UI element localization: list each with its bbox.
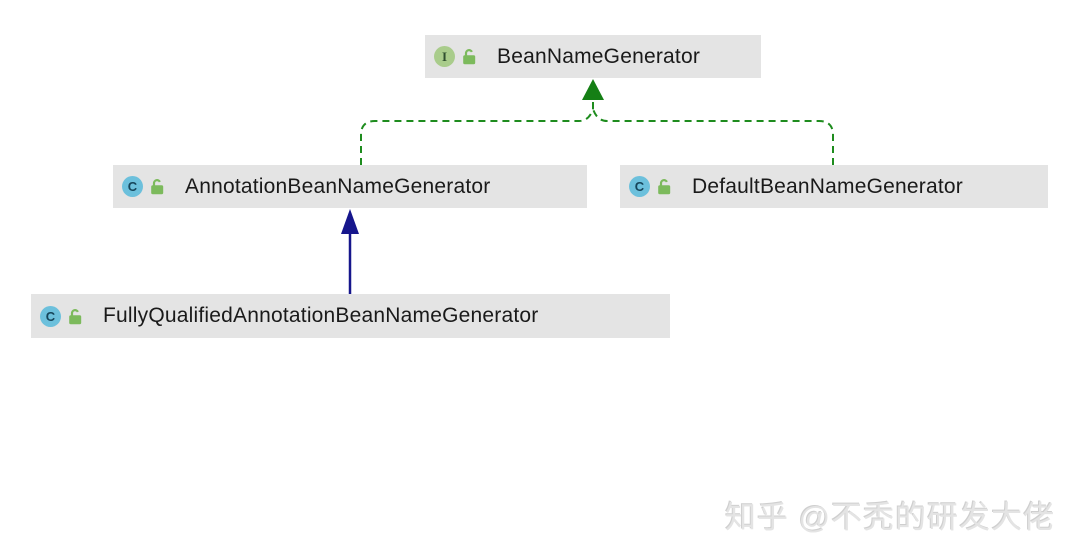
unlock-icon xyxy=(463,49,476,65)
node-label: BeanNameGenerator xyxy=(497,44,701,68)
unlock-icon xyxy=(658,179,671,195)
implements-edge-annotation xyxy=(360,108,594,165)
node-fully-qualified-annotation-bean-name-generator[interactable]: C FullyQualifiedAnnotationBeanNameGenera… xyxy=(31,294,670,338)
extends-arrowhead-icon xyxy=(341,209,359,234)
node-bean-name-generator[interactable]: I BeanNameGenerator xyxy=(425,35,761,78)
node-label: FullyQualifiedAnnotationBeanNameGenerato… xyxy=(103,304,539,327)
interface-icon: I xyxy=(434,46,455,67)
class-icon: C xyxy=(40,305,61,327)
implements-edge-default xyxy=(592,108,834,165)
node-default-bean-name-generator[interactable]: C DefaultBeanNameGenerator xyxy=(620,165,1048,208)
class-icon: C xyxy=(629,176,650,197)
node-label: DefaultBeanNameGenerator xyxy=(692,174,963,198)
node-label: AnnotationBeanNameGenerator xyxy=(185,174,491,198)
class-icon: C xyxy=(122,176,143,197)
unlock-icon xyxy=(69,308,82,324)
zhihu-watermark: 知乎 @不秃的研发大佬 xyxy=(725,500,1056,535)
node-annotation-bean-name-generator[interactable]: C AnnotationBeanNameGenerator xyxy=(113,165,587,208)
unlock-icon xyxy=(151,179,164,195)
implements-arrowhead-icon xyxy=(582,79,604,100)
